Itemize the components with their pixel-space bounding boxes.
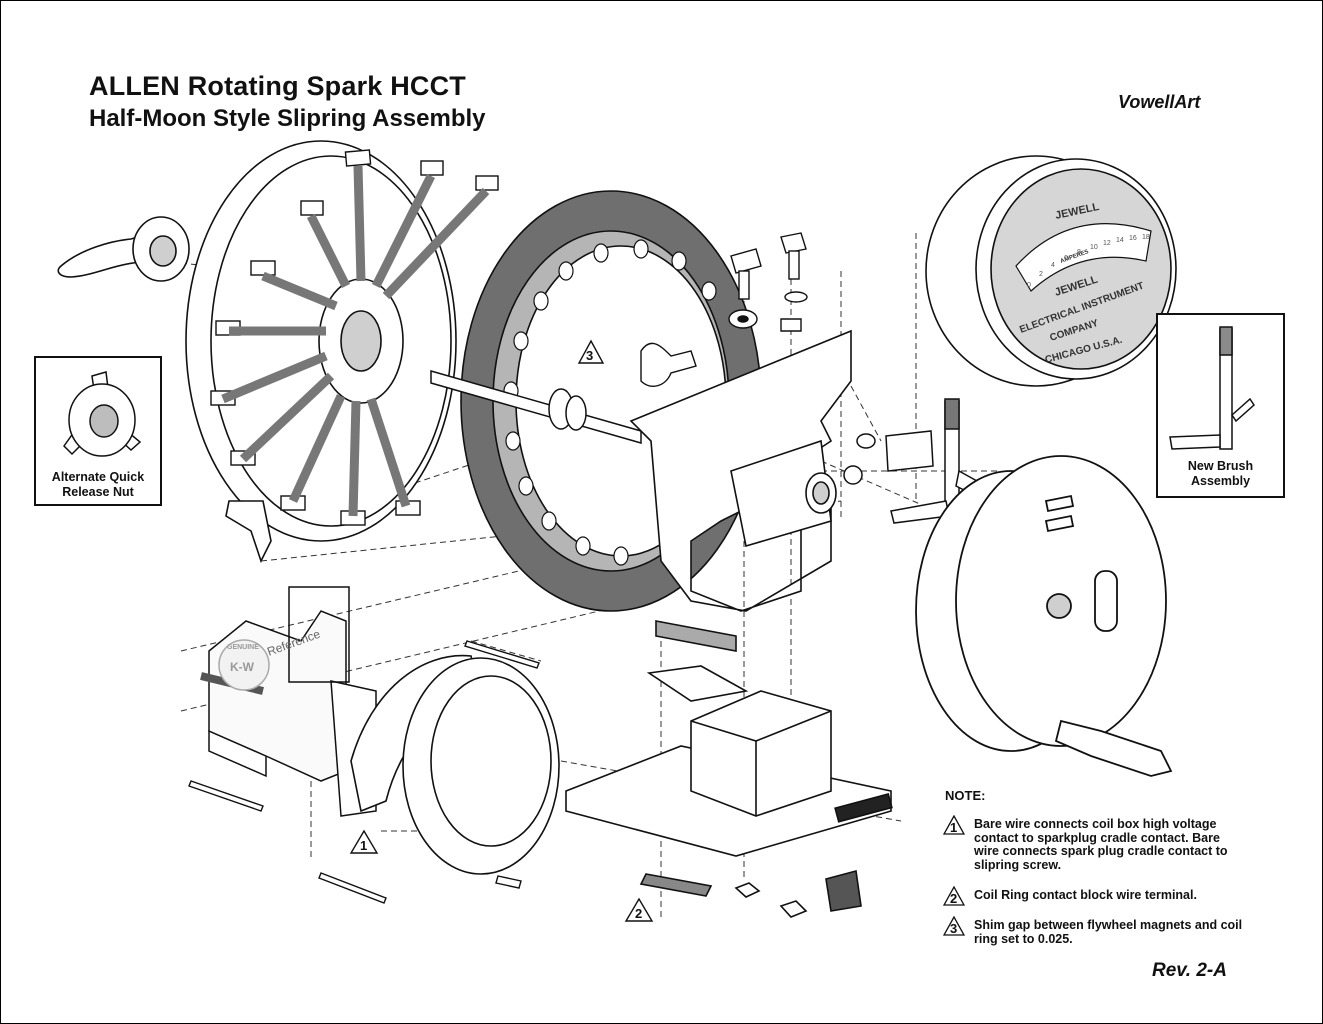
svg-text:2: 2 [635,906,642,921]
note-1-triangle-icon: 1 [943,815,965,835]
note-3-text: Shim gap between flywheel magnets and co… [974,918,1243,946]
half-moon-slipring [350,654,560,875]
note-item-2: 2 Coil Ring contact block wire terminal. [943,886,1243,906]
svg-text:3: 3 [950,921,957,936]
revision-label: Rev. 2-A [1152,960,1227,981]
svg-text:4: 4 [1051,262,1055,269]
callout-1: 1 [349,829,379,854]
quick-release-nut [57,216,190,282]
note-item-3: 3 Shim gap between flywheel magnets and … [943,916,1243,946]
cradle-block [200,586,377,817]
stamp-mark-text: K-W [230,660,255,674]
base-plate [565,620,893,918]
svg-text:2: 2 [950,891,957,906]
svg-text:1: 1 [360,838,367,853]
spark-cradle-wheel [185,140,499,564]
svg-text:16: 16 [1129,235,1137,242]
frame-bracket [629,329,852,612]
svg-text:18: 18 [1142,234,1150,241]
meter-scale-ticks: 0 2 4 6 8 10 12 14 16 18 [1027,234,1150,289]
new-brush-caption-line2: Assembly [1190,474,1251,488]
svg-text:10: 10 [1090,244,1098,251]
new-brush-caption: New Brush Assembly [1158,459,1283,489]
svg-text:0: 0 [1027,282,1031,289]
notes-heading: NOTE: [945,788,986,803]
drawing-subtitle: Half-Moon Style Slipring Assembly [89,105,486,132]
callout-3: 3 [577,339,605,364]
svg-text:2: 2 [1039,271,1043,278]
hand-crank-flywheel [915,455,1173,777]
wing-nut [640,342,697,387]
alt-nut-caption-line1: Alternate Quick [51,470,145,484]
new-brush-illustration [1169,326,1255,450]
svg-text:14: 14 [1116,237,1124,244]
svg-text:8: 8 [1077,249,1081,256]
main-shaft [430,370,642,444]
note-2-text: Coil Ring contact block wire terminal. [974,888,1197,902]
alt-nut-caption: Alternate Quick Release Nut [36,470,160,500]
callout-2: 2 [624,897,654,922]
artist-brand: VowellArt [1118,92,1201,112]
drawing-title: ALLEN Rotating Spark HCCT [89,71,467,101]
note-item-1: 1 Bare wire connects coil box high volta… [943,815,1243,872]
alt-nut-illustration [63,371,142,457]
note-2-triangle-icon: 2 [943,886,965,906]
svg-text:3: 3 [586,348,593,363]
inset-alternate-quick-release-nut: Alternate Quick Release Nut [34,356,162,506]
new-brush-caption-line1: New Brush [1187,459,1254,473]
hardware-bolts [728,232,808,332]
stamp-brand-text: GENUINE [227,644,259,651]
alt-nut-caption-line2: Release Nut [62,485,134,499]
kw-stamp: GENUINE K-W [227,644,259,674]
inset-new-brush-assembly: New Brush Assembly [1156,313,1285,498]
note-1-text: Bare wire connects coil box high voltage… [974,817,1228,872]
svg-text:12: 12 [1103,240,1111,247]
svg-text:1: 1 [950,820,957,835]
ammeter [925,155,1177,387]
svg-text:6: 6 [1064,255,1068,262]
note-3-triangle-icon: 3 [943,916,965,936]
